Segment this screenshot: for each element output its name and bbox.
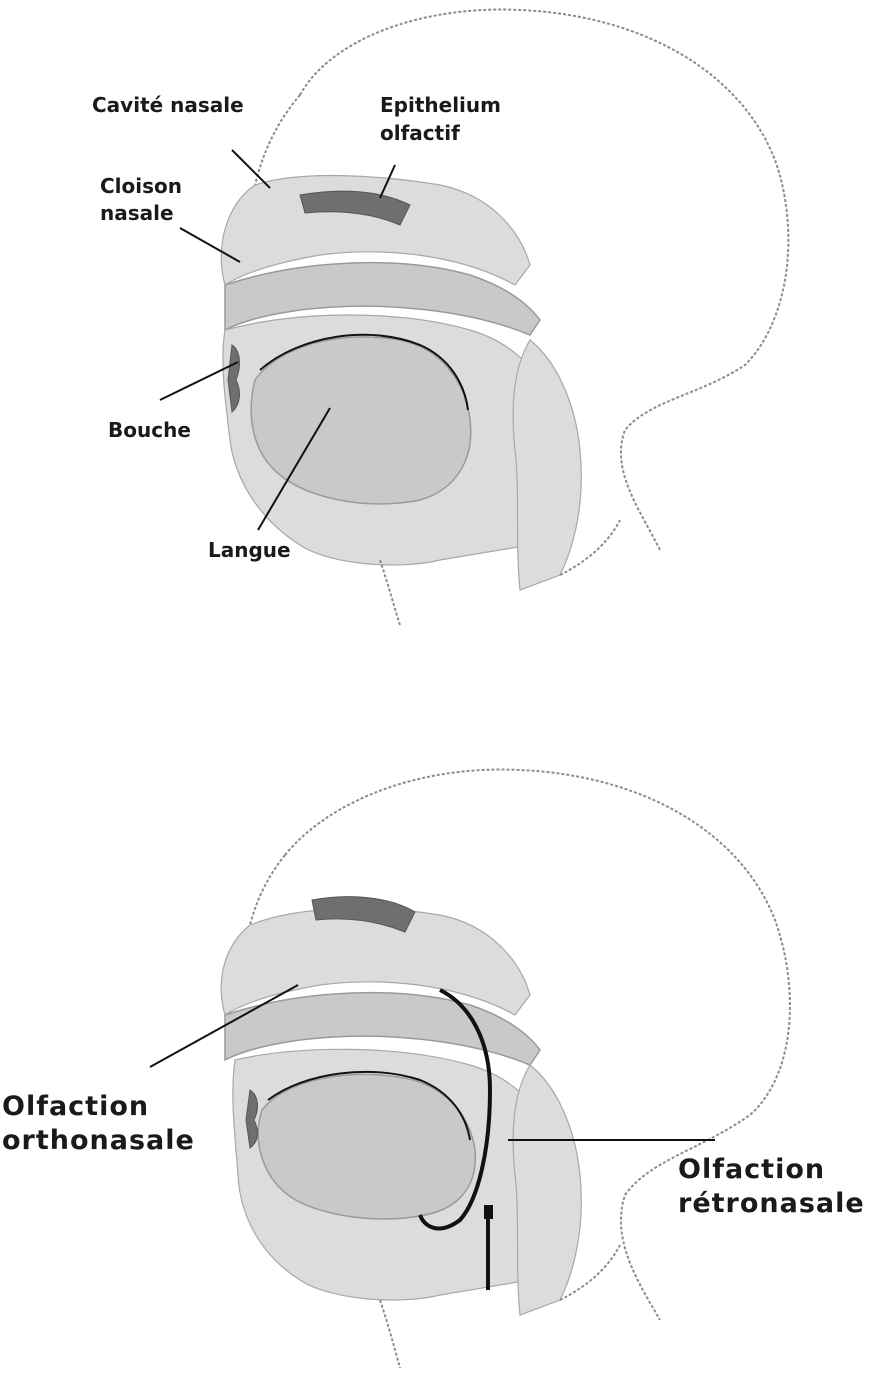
retronasal-marker xyxy=(484,1205,493,1219)
bottom-throat xyxy=(513,1065,581,1315)
label-cavite-nasale: Cavité nasale xyxy=(92,93,244,117)
label-retro-line2: rétronasale xyxy=(678,1188,865,1219)
label-bouche: Bouche xyxy=(108,418,191,442)
bottom-tongue xyxy=(258,1075,475,1219)
label-cloison-line2: nasale xyxy=(100,201,174,225)
bottom-head-diagram: Olfaction orthonasale Olfaction rétronas… xyxy=(2,770,865,1368)
top-head-diagram: Cavité nasale Epithelium olfactif Cloiso… xyxy=(92,10,788,625)
label-langue: Langue xyxy=(208,538,291,562)
top-throat xyxy=(513,340,581,590)
label-epithelium-line2: olfactif xyxy=(380,121,460,145)
label-retro-line1: Olfaction xyxy=(678,1154,825,1185)
top-tongue xyxy=(251,337,471,504)
label-ortho-line1: Olfaction xyxy=(2,1091,149,1122)
label-epithelium-line1: Epithelium xyxy=(380,93,501,117)
label-ortho-line2: orthonasale xyxy=(2,1125,195,1156)
label-cloison-line1: Cloison xyxy=(100,174,182,198)
